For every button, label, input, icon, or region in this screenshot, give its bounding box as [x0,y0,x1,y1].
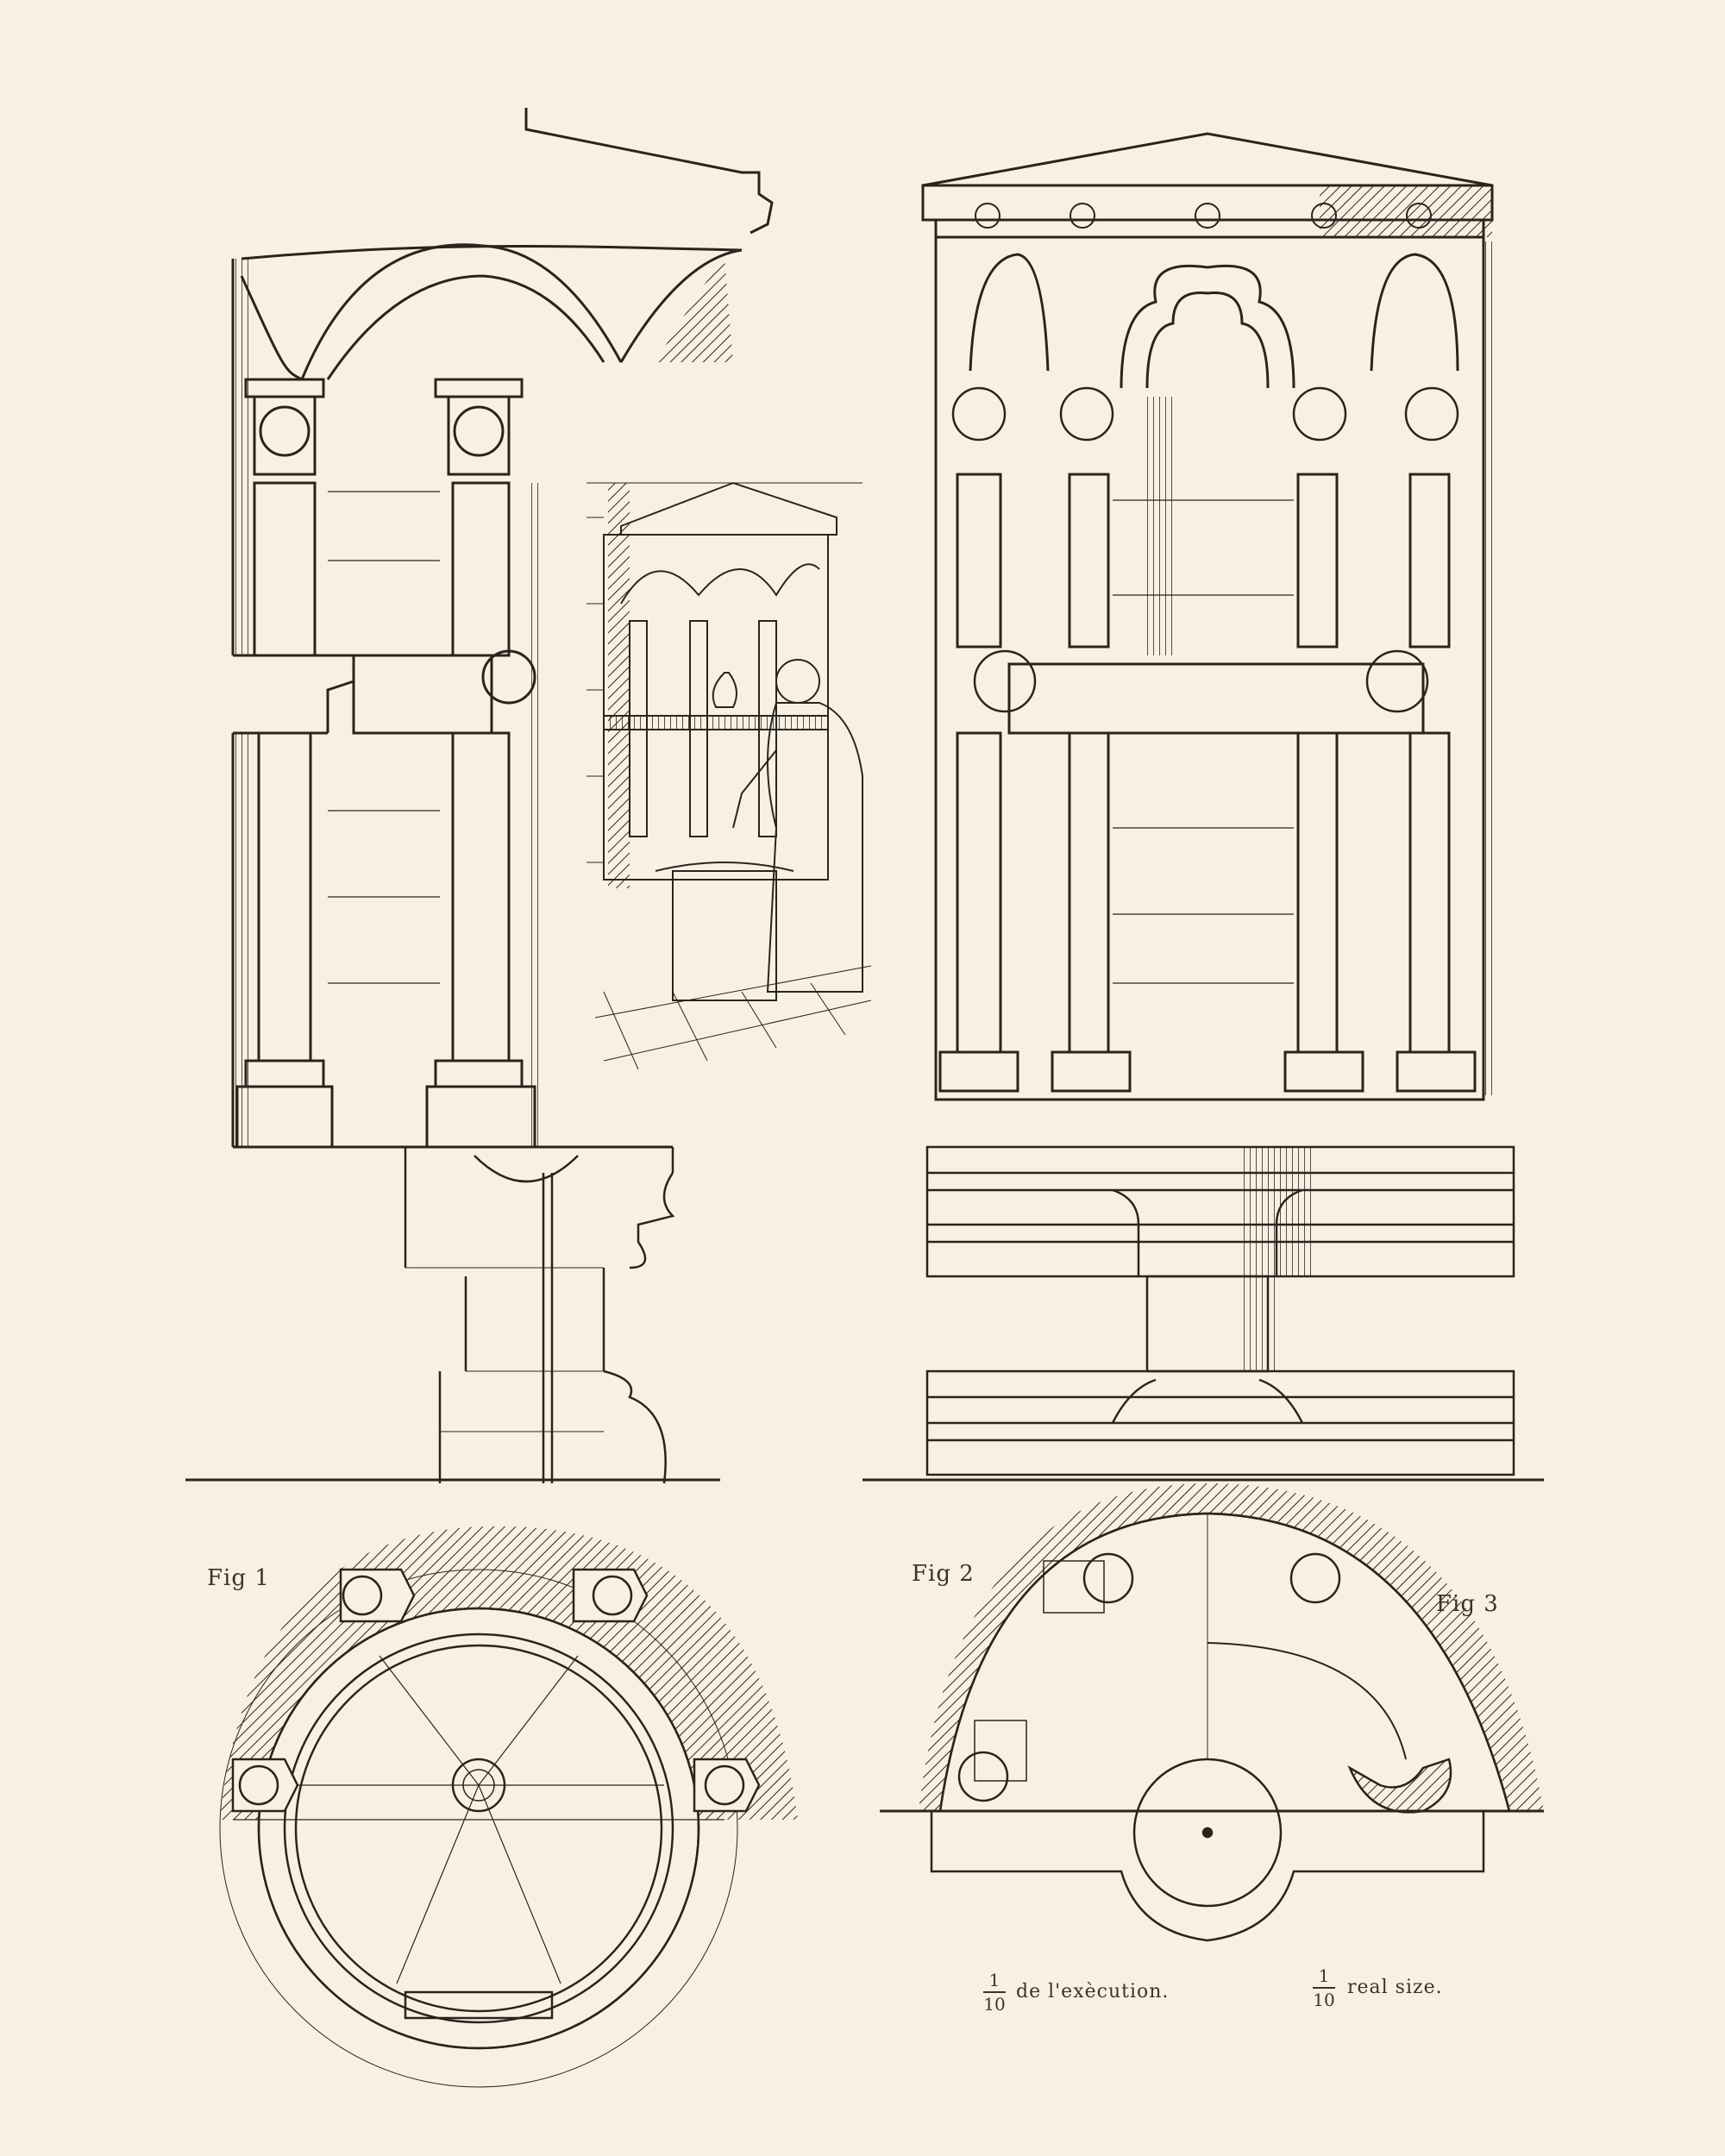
scale-fraction-1: 1 10 [983,1971,1006,2014]
monk-lavabo-vignette [586,481,872,1070]
scale-denominator: 10 [1313,1990,1335,2010]
scale-numerator: 1 [1318,1965,1330,1986]
fig2-label: Fig 2 [912,1561,975,1587]
scale-note-real-size: real size. [1347,1977,1443,1998]
fig3-label: Fig 3 [1436,1591,1499,1617]
fraction-bar [983,1991,1006,1993]
fig2-plan [880,1483,1544,1942]
scale-note-execution: de l'exècution. [1016,1981,1170,2002]
scale-denominator: 10 [983,1994,1006,2015]
scale-numerator: 1 [988,1970,1000,1990]
fraction-bar [1313,1987,1335,1989]
left-pedestal-section [185,1147,720,1484]
fig1-label: Fig 1 [207,1565,270,1591]
right-elevation [921,132,1497,1101]
right-base-moldings [862,1145,1544,1482]
scale-fraction-2: 1 10 [1313,1966,1335,2009]
left-elevation [231,108,774,1149]
fig1-plan [219,1526,798,2088]
